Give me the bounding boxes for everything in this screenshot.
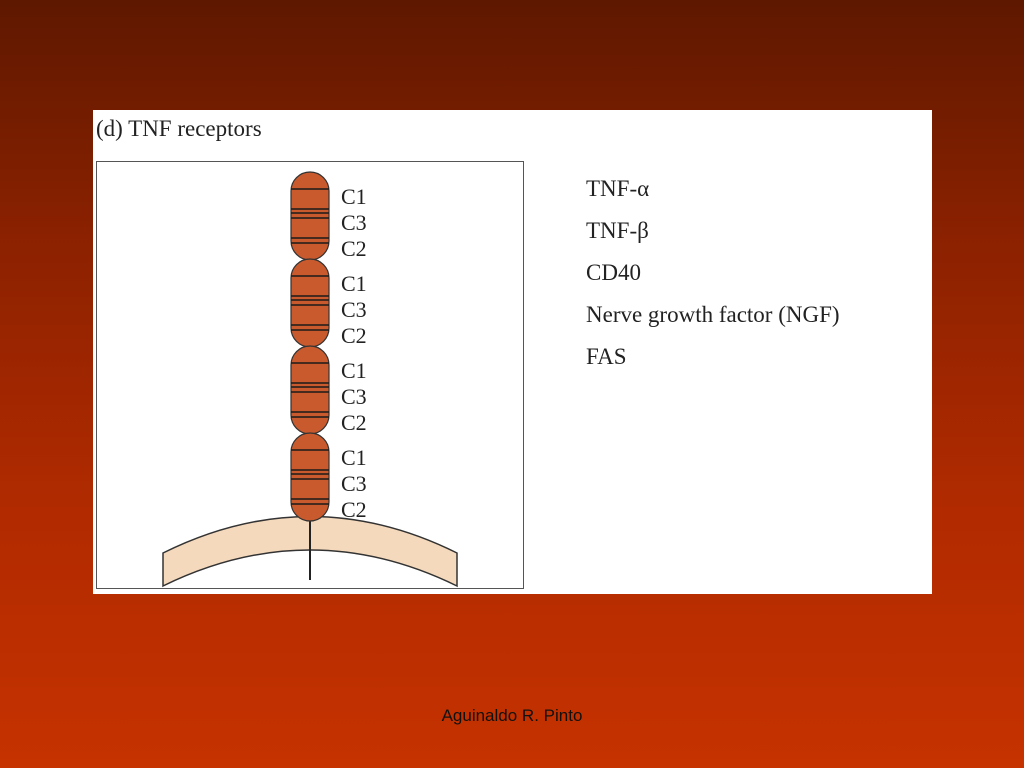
ligand-item: TNF-β	[586, 218, 649, 243]
domain-label: C2	[341, 323, 367, 348]
domain-label: C2	[341, 410, 367, 435]
domain-shape	[290, 258, 330, 348]
figure-title: (d) TNF receptors	[96, 116, 262, 141]
ligand-list: TNF-α TNF-β CD40 Nerve growth factor (NG…	[586, 168, 840, 378]
domain-label: C1	[341, 184, 367, 209]
footer-author: Aguinaldo R. Pinto	[441, 706, 583, 725]
domain-shape	[290, 345, 330, 435]
domain-label: C1	[341, 271, 367, 296]
ligand-item: FAS	[586, 344, 627, 369]
ligand-item: CD40	[586, 260, 641, 285]
ligand-item: TNF-α	[586, 176, 650, 201]
ligand-item: Nerve growth factor (NGF)	[586, 302, 840, 327]
domain-label: C3	[341, 384, 367, 409]
cell-membrane	[162, 515, 458, 588]
domain-shape	[290, 171, 330, 261]
domain-shape	[290, 432, 330, 522]
domain-label: C1	[341, 445, 367, 470]
domain-label: C2	[341, 497, 367, 522]
domain-label: C2	[341, 236, 367, 261]
domain-label: C1	[341, 358, 367, 383]
domain-label: C3	[341, 471, 367, 496]
domain-label: C3	[341, 210, 367, 235]
domain-label: C3	[341, 297, 367, 322]
